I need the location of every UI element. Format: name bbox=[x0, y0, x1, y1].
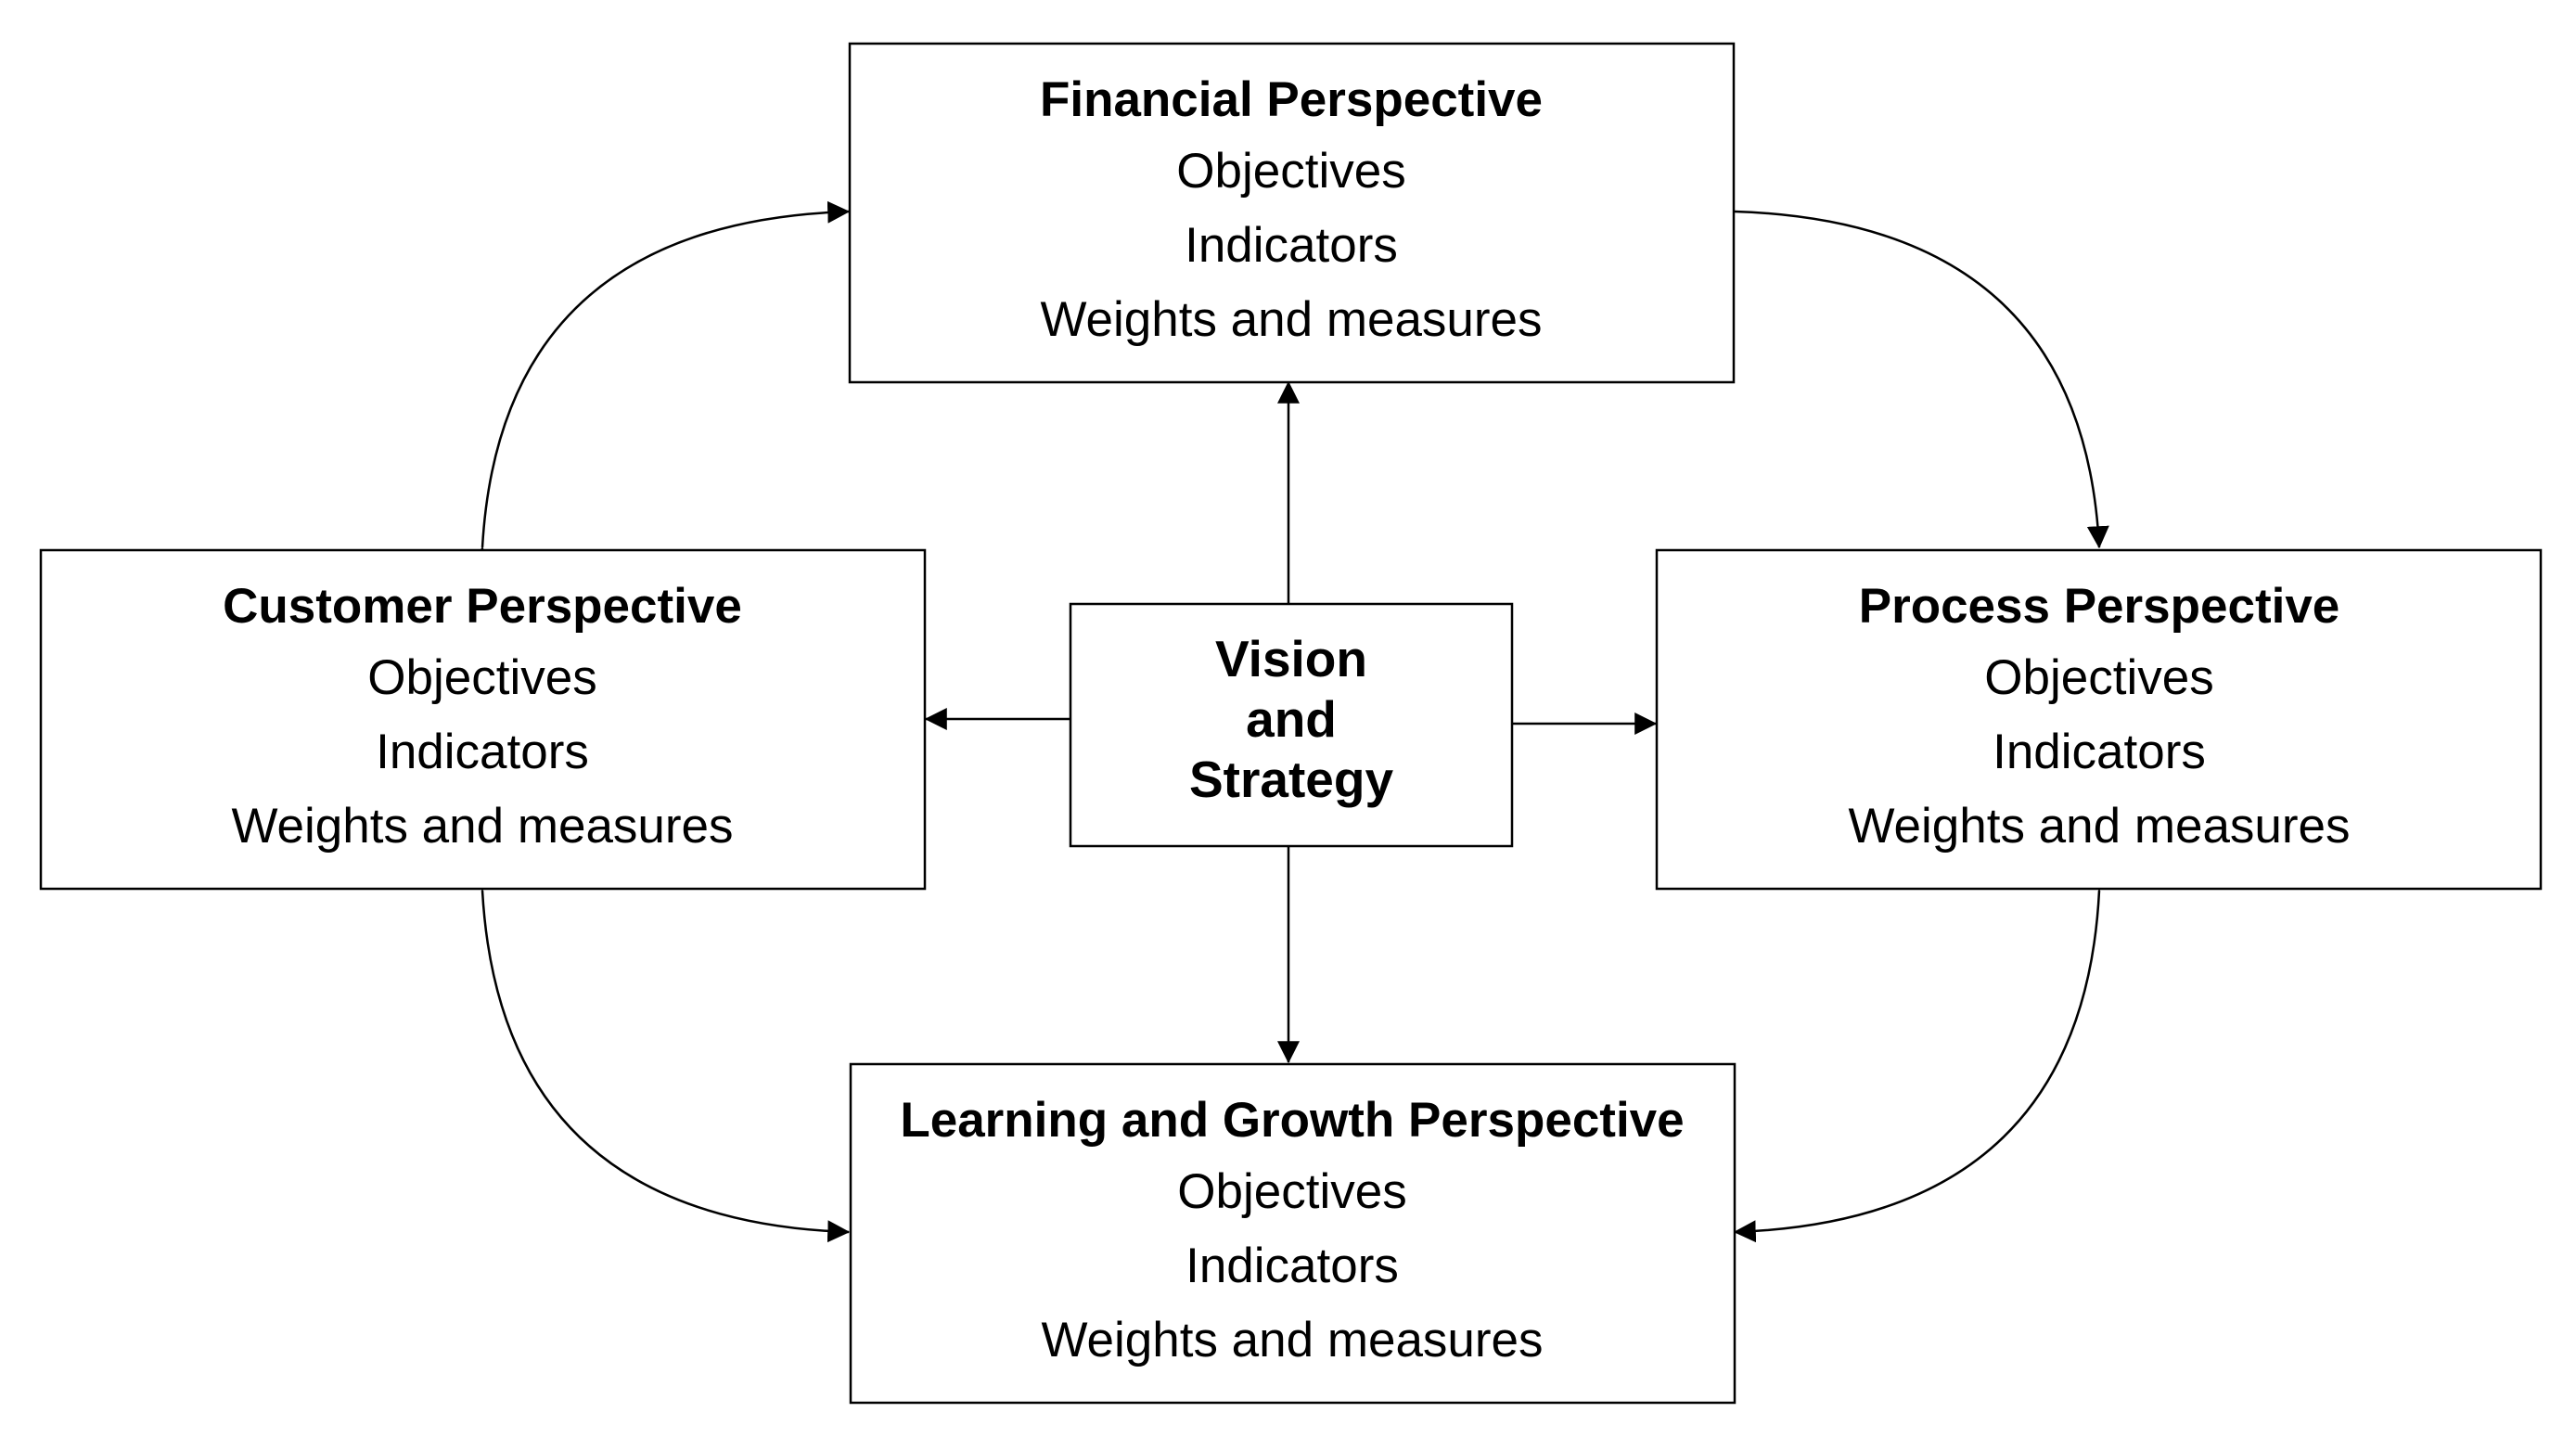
learning-indicators: Indicators bbox=[1185, 1239, 1399, 1293]
customer-weights-and-measures: Weights and measures bbox=[231, 799, 733, 854]
arrow-financial-process bbox=[1712, 199, 2109, 549]
customer-indicators: Indicators bbox=[376, 725, 589, 779]
process-perspective-box: Process Perspective Objectives Indicator… bbox=[1655, 548, 2543, 891]
financial-objectives: Objectives bbox=[1176, 144, 1405, 199]
financial-perspective-title: Financial Perspective bbox=[1040, 72, 1543, 127]
arrow-customer-financial bbox=[469, 200, 851, 570]
customer-objectives: Objectives bbox=[367, 650, 596, 705]
learning-objectives: Objectives bbox=[1177, 1164, 1406, 1219]
customer-perspective-title: Customer Perspective bbox=[223, 579, 742, 634]
customer-perspective-box: Customer Perspective Objectives Indicato… bbox=[39, 548, 927, 891]
financial-perspective-box: Financial Perspective Objectives Indicat… bbox=[848, 42, 1736, 384]
arrow-process-learning bbox=[1733, 868, 2112, 1243]
vision-line-2: and bbox=[1246, 690, 1337, 748]
process-indicators: Indicators bbox=[1993, 725, 2206, 779]
financial-weights-and-measures: Weights and measures bbox=[1040, 292, 1542, 347]
center-connectors bbox=[924, 380, 1658, 1064]
vision-strategy-box: Vision and Strategy bbox=[1069, 602, 1514, 848]
process-objectives: Objectives bbox=[1984, 650, 2213, 705]
process-perspective-title: Process Perspective bbox=[1859, 579, 2340, 634]
financial-indicators: Indicators bbox=[1185, 218, 1398, 273]
learning-growth-perspective-box: Learning and Growth Perspective Objectiv… bbox=[849, 1062, 1737, 1405]
vision-line-1: Vision bbox=[1215, 630, 1367, 687]
perspective-connectors bbox=[469, 199, 2112, 1243]
learning-growth-perspective-title: Learning and Growth Perspective bbox=[900, 1093, 1684, 1148]
learning-weights-and-measures: Weights and measures bbox=[1041, 1313, 1543, 1367]
process-weights-and-measures: Weights and measures bbox=[1848, 799, 2350, 854]
arrow-customer-learning bbox=[469, 868, 851, 1243]
vision-line-3: Strategy bbox=[1189, 751, 1393, 808]
